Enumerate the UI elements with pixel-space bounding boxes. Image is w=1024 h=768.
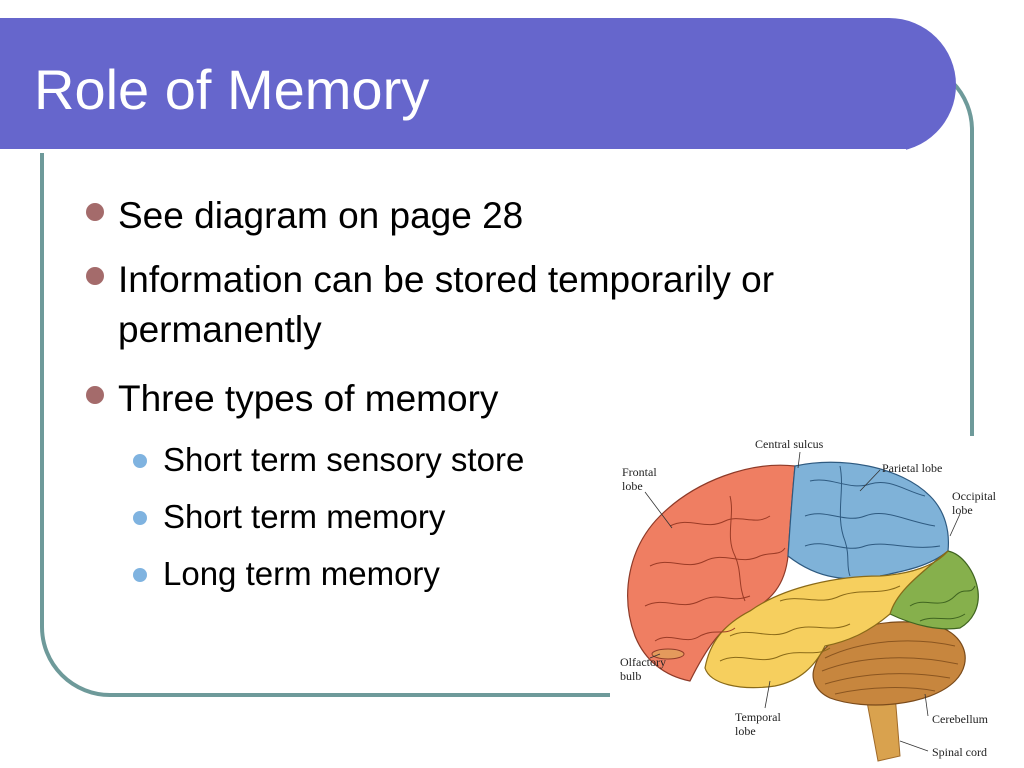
olfactory-bulb-shape: [651, 648, 685, 660]
sub-bullet-text: Short term sensory store: [163, 441, 525, 478]
sub-bullet-item: Short term memory: [133, 497, 445, 537]
frontal-gyri: [644, 495, 786, 642]
sub-bullet-dot-icon: [133, 511, 147, 525]
label-spinal-cord: Spinal cord: [932, 745, 987, 759]
occipital-gyri: [909, 585, 976, 622]
bullet-item: See diagram on page 28: [86, 191, 946, 241]
temporal-gyri: [719, 585, 901, 662]
label-occipital-lobe-line1: Occipital: [952, 489, 997, 503]
title-bar: Role of Memory: [0, 18, 956, 153]
label-temporal-lobe-line1: Temporal: [735, 710, 781, 724]
label-temporal-lobe-line2: lobe: [735, 724, 756, 738]
label-central-sulcus: Central sulcus: [755, 437, 824, 451]
parietal-gyri: [804, 465, 941, 577]
label-olfactory-bulb-line1: Olfactory: [620, 655, 666, 669]
bullet-item: Information can be stored temporarily or…: [86, 255, 946, 355]
bullet-text: Three types of memory: [118, 378, 499, 419]
label-leader-lines: [644, 451, 961, 752]
bullet-text: See diagram on page 28: [118, 195, 524, 236]
sub-bullet-dot-icon: [133, 454, 147, 468]
bullet-text: Information can be stored temporarily or…: [118, 259, 775, 350]
bullet-item: Three types of memory: [86, 374, 946, 424]
brain-illustration: Central sulcus Parietal lobe Frontal lob…: [620, 437, 997, 762]
sub-bullet-item: Long term memory: [133, 554, 440, 594]
label-cerebellum: Cerebellum: [932, 712, 989, 726]
brain-diagram: Central sulcus Parietal lobe Frontal lob…: [610, 436, 1024, 768]
sub-bullet-item: Short term sensory store: [133, 440, 524, 480]
cerebellum-folds: [821, 640, 959, 695]
label-occipital-lobe-line2: lobe: [952, 503, 973, 517]
title-underline: [0, 149, 906, 153]
parietal-lobe-shape: [787, 461, 950, 580]
bullet-dot-icon: [86, 386, 104, 404]
temporal-lobe-shape: [704, 550, 949, 689]
label-olfactory-bulb-line2: bulb: [620, 669, 641, 683]
sub-bullet-dot-icon: [133, 568, 147, 582]
slide-title: Role of Memory: [34, 58, 430, 121]
label-parietal-lobe: Parietal lobe: [882, 461, 942, 475]
label-frontal-lobe-line1: Frontal: [622, 465, 657, 479]
bullet-dot-icon: [86, 267, 104, 285]
label-frontal-lobe-line2: lobe: [622, 479, 643, 493]
sub-bullet-text: Short term memory: [163, 498, 446, 535]
bullet-dot-icon: [86, 203, 104, 221]
sub-bullet-text: Long term memory: [163, 555, 440, 592]
